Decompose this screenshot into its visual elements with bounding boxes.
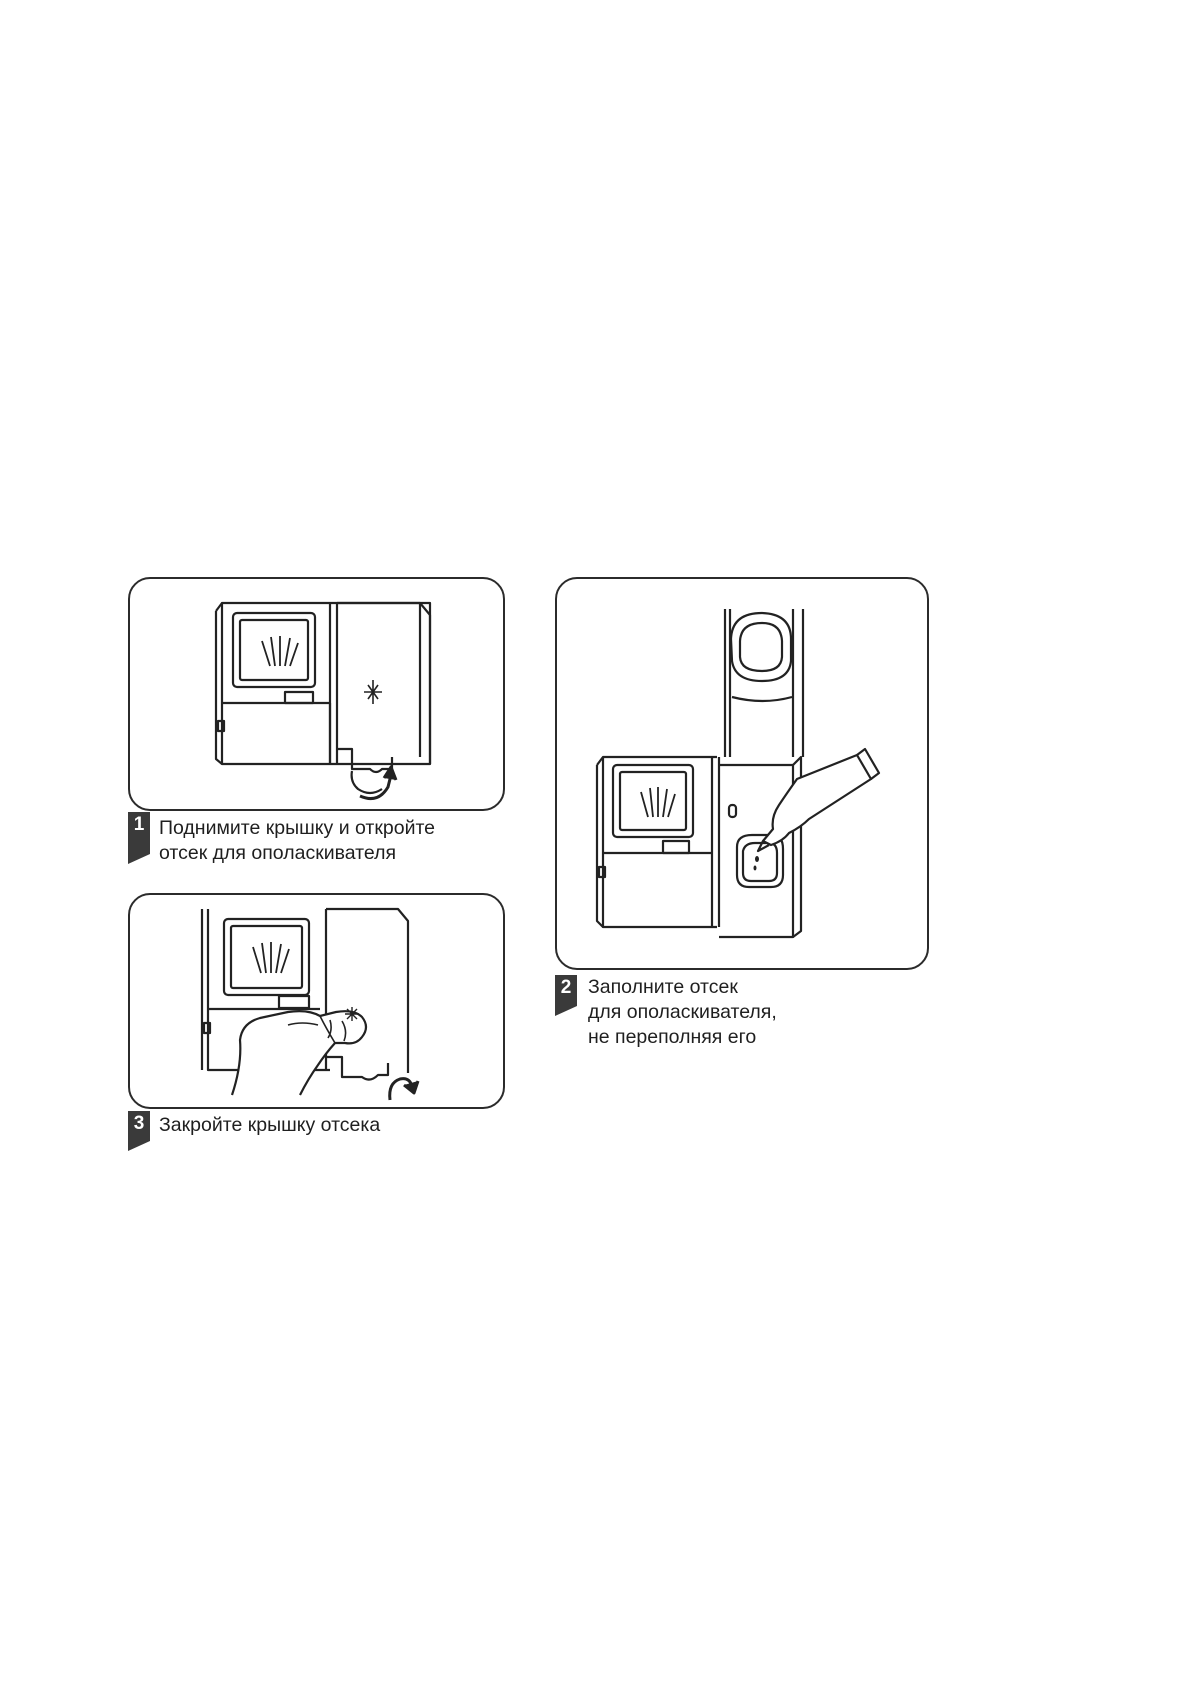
- sparkle-icon: [364, 680, 382, 704]
- dispenser-close-lid-illustration: [200, 907, 420, 1101]
- step-3-badge: 3: [128, 1111, 150, 1141]
- step-1-caption-line-1: Поднимите крышку и откройте: [159, 817, 436, 839]
- dispenser-open-lid-illustration: [214, 601, 432, 800]
- step-1-badge: 1: [128, 812, 150, 854]
- sparkle-icon: [345, 1007, 359, 1021]
- step-1-illustration-panel: [128, 577, 505, 811]
- step-3-caption-line-1: Закройте крышку отсека: [159, 1114, 381, 1136]
- step-2-caption-line-2: для ополаскивателя,: [588, 1001, 777, 1023]
- step-1-caption: Поднимите крышку и откройте отсек для оп…: [159, 816, 435, 866]
- step-2-caption: Заполните отсек для ополаскивателя, не п…: [588, 975, 777, 1050]
- step-3-illustration-panel: [128, 893, 505, 1109]
- step-1-caption-line-2: отсек для ополаскивателя: [159, 842, 397, 864]
- step-2-badge: 2: [555, 975, 577, 1006]
- step-2-illustration-panel: [555, 577, 929, 970]
- step-3-caption: Закройте крышку отсека: [159, 1113, 380, 1138]
- dispenser-fill-rinse-aid-illustration: [595, 609, 881, 939]
- step-2-caption-line-3: не переполняя его: [588, 1026, 757, 1048]
- step-2-caption-line-1: Заполните отсек: [588, 976, 738, 998]
